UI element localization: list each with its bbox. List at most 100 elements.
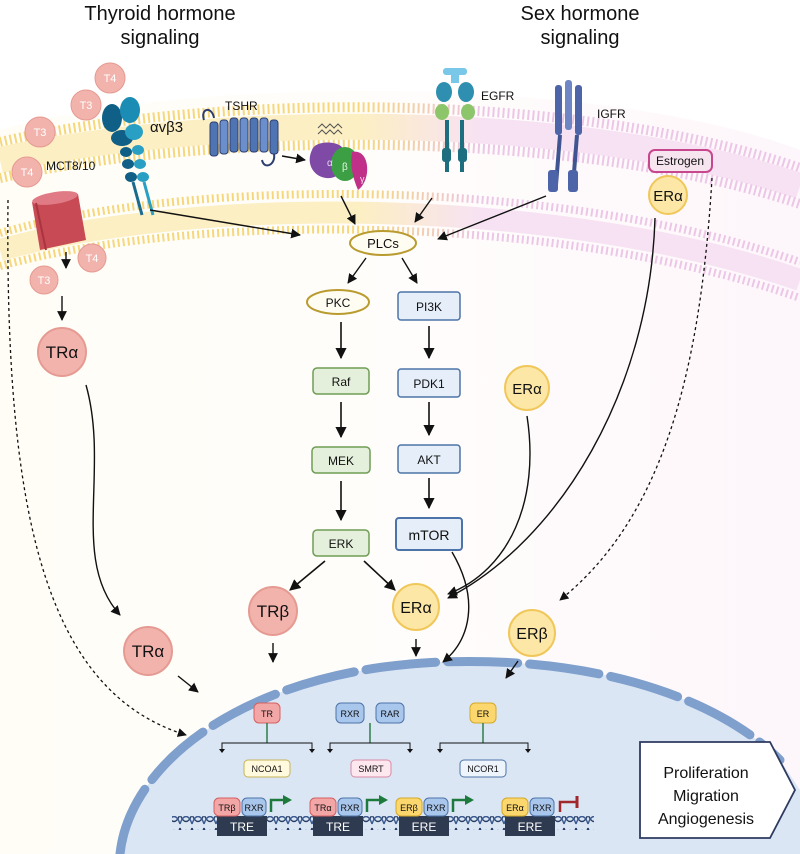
- svg-text:T3: T3: [38, 275, 51, 287]
- erb-node: ERβ: [508, 609, 556, 657]
- svg-text:PLCs: PLCs: [367, 236, 399, 251]
- tshr-to-gprotein-arrow: [281, 153, 306, 164]
- svg-text:ERβ: ERβ: [516, 626, 547, 643]
- svg-text:RXR: RXR: [532, 803, 552, 813]
- svg-text:NCOA1: NCOA1: [251, 764, 282, 774]
- svg-text:PKC: PKC: [326, 296, 351, 310]
- erk-to-era-arrow: [363, 560, 396, 591]
- pkc-node: PKC: [306, 289, 370, 315]
- tra-node: TRα: [37, 327, 87, 377]
- thyroid-title-line2: signaling: [121, 27, 200, 49]
- svg-text:ERE: ERE: [412, 820, 437, 834]
- tra-nuclear-node: TRα: [123, 626, 173, 676]
- svg-text:Raf: Raf: [332, 375, 351, 389]
- svg-text:PDK1: PDK1: [413, 377, 445, 391]
- er-cofactor-group: ER NCOR1: [437, 702, 531, 778]
- svg-text:ER: ER: [477, 709, 490, 719]
- plcs-to-pkc-arrow: [347, 257, 367, 284]
- igfr-label: IGFR: [597, 107, 626, 121]
- svg-text:ERα: ERα: [653, 188, 683, 205]
- plcs-to-pi3k-arrow: [401, 257, 418, 284]
- membrane-era-node: ERα: [648, 175, 688, 215]
- svg-text:T4: T4: [86, 253, 99, 265]
- svg-text:ERα: ERα: [512, 381, 542, 398]
- era-center-node: ERα: [392, 583, 440, 631]
- tre-element-2: TRE TRα RXR: [309, 795, 388, 836]
- svg-text:TR: TR: [261, 709, 273, 719]
- svg-text:ERβ: ERβ: [400, 803, 418, 813]
- svg-text:TRα: TRα: [46, 343, 79, 362]
- tr-cofactor-group: TR NCOA1: [219, 702, 315, 778]
- rxr-rar-cofactor-group: RXR RAR SMRT: [327, 702, 413, 778]
- integrin-icon: [102, 97, 155, 216]
- mct-transporter-icon: [32, 191, 86, 251]
- svg-text:SMRT: SMRT: [358, 764, 384, 774]
- gprotein-gamma: γ: [360, 174, 365, 184]
- tra-to-tra-arrow: [85, 384, 121, 616]
- egfr-receptor-icon: [435, 68, 475, 172]
- svg-text:T3: T3: [34, 127, 47, 139]
- raf-node: Raf: [312, 367, 370, 395]
- svg-text:ERα: ERα: [400, 600, 431, 617]
- t3-hormone: T3: [70, 89, 102, 121]
- sex-title-line1: Sex hormone: [521, 3, 640, 25]
- ere-element-2: ERE ERα RXR: [501, 796, 579, 836]
- sex-title-line2: signaling: [541, 27, 620, 49]
- svg-text:PI3K: PI3K: [416, 300, 442, 314]
- t4-hormone: T4: [94, 62, 126, 94]
- era-right-to-era-center-arrow: [447, 415, 531, 596]
- mtor-to-nucleus-arrow: [442, 551, 470, 663]
- svg-text:TRα: TRα: [132, 642, 165, 661]
- dna-strand: [172, 816, 594, 830]
- svg-text:T4: T4: [21, 167, 34, 179]
- erb-to-nucleus-arrow: [505, 660, 519, 679]
- svg-text:ERK: ERK: [329, 537, 354, 551]
- igfr-receptor-icon: [548, 80, 582, 192]
- svg-text:mTOR: mTOR: [409, 527, 450, 543]
- svg-text:RXR: RXR: [426, 803, 446, 813]
- tre-element-1: TRE TRβ RXR: [213, 795, 292, 836]
- outcome-migration: Migration: [673, 788, 739, 805]
- svg-text:T3: T3: [80, 100, 93, 112]
- t3-hormone: T3: [29, 265, 59, 295]
- pi3k-node: PI3K: [397, 291, 461, 321]
- tshr-label: TSHR: [225, 99, 258, 113]
- svg-text:TRα: TRα: [314, 803, 331, 813]
- era-right-node: ERα: [504, 365, 550, 411]
- thyroid-title-line1: Thyroid hormone: [84, 3, 235, 25]
- svg-text:ERE: ERE: [518, 820, 543, 834]
- t4-hormone: T4: [11, 156, 43, 188]
- akt-node: AKT: [397, 444, 461, 474]
- svg-text:ERα: ERα: [506, 803, 524, 813]
- svg-text:TRβ: TRβ: [218, 803, 235, 813]
- mek-node: MEK: [311, 446, 371, 474]
- erk-to-trb-arrow: [289, 560, 326, 591]
- svg-text:Estrogen: Estrogen: [656, 154, 704, 168]
- trb-node: TRβ: [248, 586, 298, 636]
- membrane-era-to-era-center-arrow: [447, 217, 656, 599]
- ere-element-1: ERE ERβ RXR: [395, 795, 474, 836]
- mct-label: MCT8/10: [46, 159, 96, 173]
- plcs-node: PLCs: [349, 230, 417, 256]
- gprotein-icon: α β γ: [309, 123, 368, 190]
- svg-text:TRβ: TRβ: [257, 602, 290, 621]
- svg-text:RXR: RXR: [340, 709, 360, 719]
- arrows-to-plcs: [149, 195, 547, 241]
- gprotein-alpha: α: [327, 158, 333, 169]
- nucleus: [115, 656, 800, 854]
- mtor-node: mTOR: [395, 517, 463, 551]
- svg-text:RXR: RXR: [340, 803, 360, 813]
- svg-text:TRE: TRE: [326, 820, 350, 834]
- tra-to-nucleus-arrow: [177, 675, 199, 693]
- svg-text:RAR: RAR: [380, 709, 400, 719]
- svg-text:RXR: RXR: [244, 803, 264, 813]
- svg-text:T4: T4: [104, 73, 117, 85]
- outcome-angiogenesis: Angiogenesis: [658, 811, 754, 828]
- gprotein-beta: β: [342, 162, 348, 173]
- integrin-label: αvβ3: [150, 119, 183, 136]
- estrogen-dotted-arrow: [559, 177, 713, 601]
- outcome-proliferation: Proliferation: [663, 765, 748, 782]
- estrogen-badge: Estrogen: [648, 149, 713, 173]
- svg-text:AKT: AKT: [417, 453, 441, 467]
